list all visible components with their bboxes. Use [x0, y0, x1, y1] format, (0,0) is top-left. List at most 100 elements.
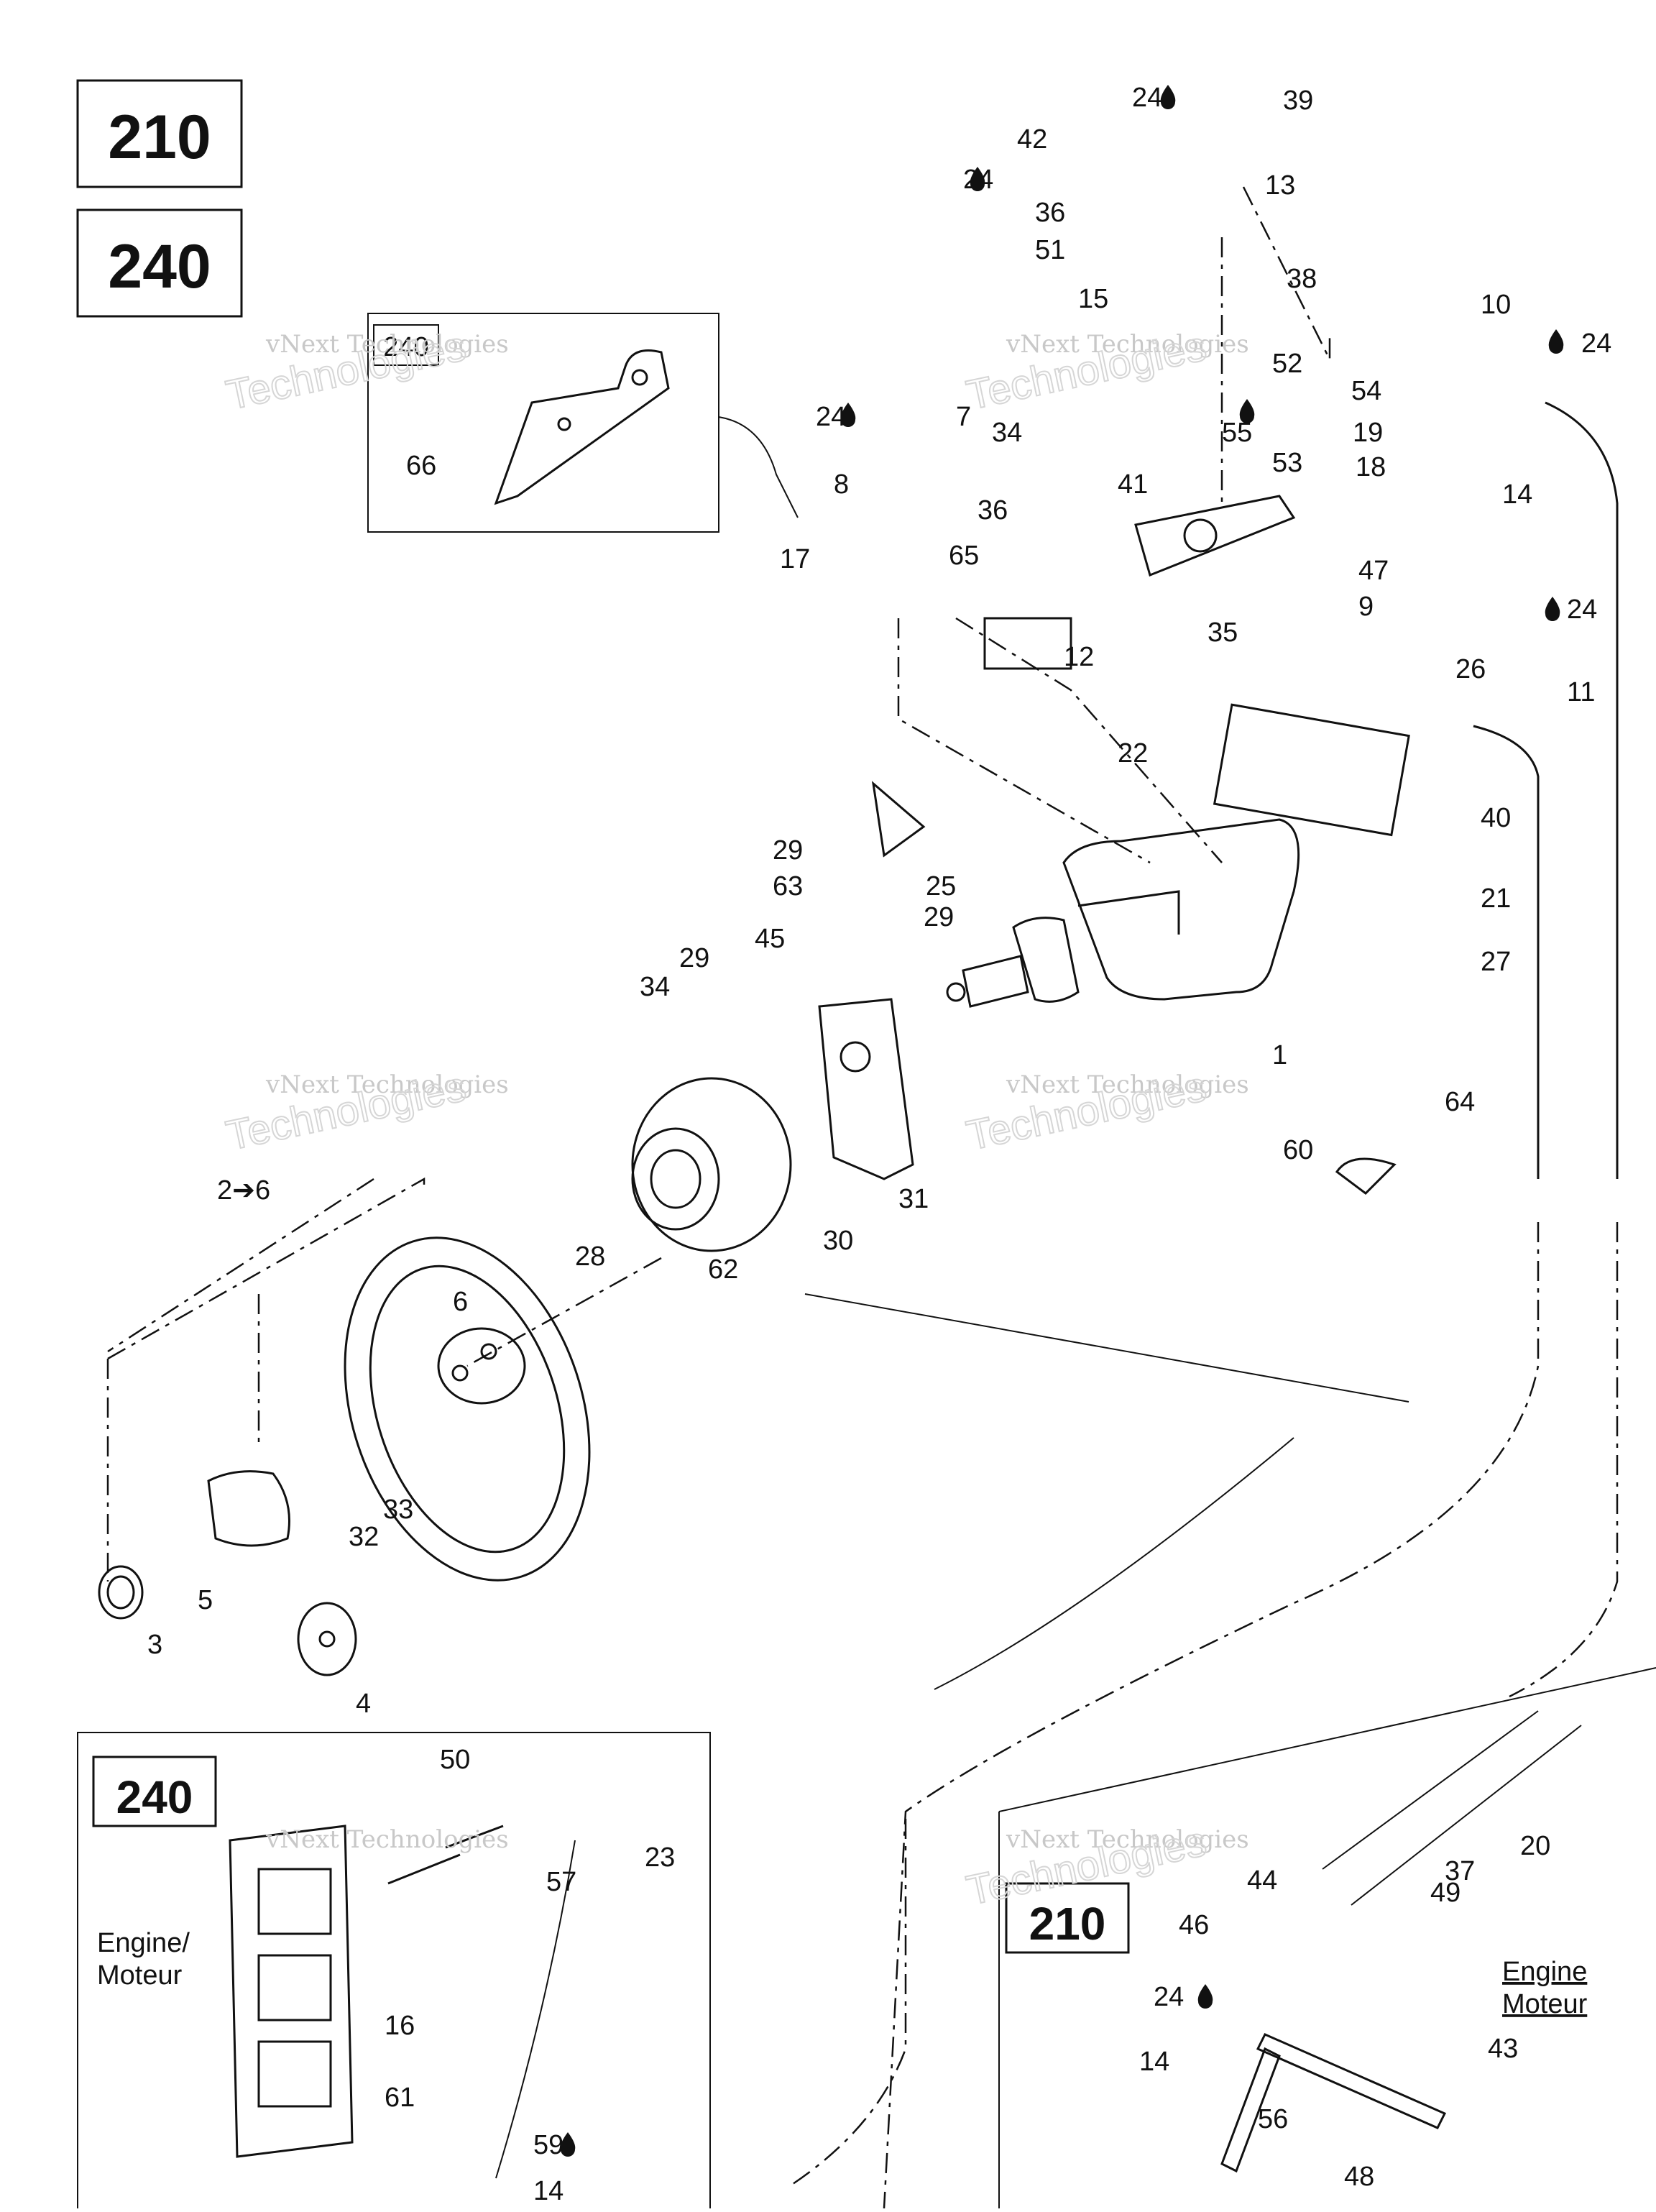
svg-text:240: 240: [108, 232, 211, 301]
callout-number: 65: [949, 541, 979, 571]
helm-assembly: [631, 818, 1300, 1252]
model-box-240: 240: [76, 208, 243, 318]
svg-text:vNext Technologies: vNext Technologies: [1006, 1070, 1249, 1099]
callout-number: 27: [1481, 947, 1511, 977]
callout-number: 24: [1581, 329, 1611, 359]
callout-number: 14: [1502, 479, 1532, 510]
callout-number: 6: [453, 1287, 468, 1317]
callout-number: 35: [1208, 618, 1238, 648]
callout-number: 17: [780, 544, 810, 574]
callout-number: 18: [1356, 452, 1386, 482]
lubricant-drop-icon: [840, 403, 856, 427]
callout-number: 20: [1520, 1831, 1550, 1861]
callout-number: 59: [533, 2130, 564, 2160]
svg-text:vNext Technologies: vNext Technologies: [265, 330, 509, 359]
model-box-210: 210: [76, 79, 243, 188]
callout-number: 43: [1488, 2034, 1518, 2064]
inset-240-engine: 240 Engine/ Moteur: [77, 1732, 711, 2212]
callout-number: 46: [1179, 1910, 1209, 1940]
callout-number: 13: [1265, 170, 1295, 201]
callout-number: 36: [1035, 198, 1065, 228]
callout-number: 28: [575, 1242, 605, 1272]
lubricant-drop-icon: [970, 167, 985, 191]
svg-text:210: 210: [108, 103, 211, 172]
lubricant-drop-icon: [560, 2132, 576, 2157]
callout-number: 48: [1344, 2162, 1374, 2192]
callout-number: 63: [773, 871, 803, 901]
callout-number: 61: [385, 2083, 415, 2113]
callout-number: 64: [1445, 1087, 1475, 1117]
small-parts: [98, 495, 1410, 1676]
lubricant-drop-icon: [1197, 1984, 1213, 2009]
callout-number: 56: [1258, 2104, 1288, 2134]
inset-240-bracket: 240: [367, 313, 799, 533]
callout-labels: 2439422413363851151024525424734551953181…: [147, 83, 1611, 2206]
callout-number: 50: [440, 1745, 470, 1775]
callout-number: 45: [755, 924, 785, 954]
callout-number: 41: [1118, 469, 1148, 500]
callout-number: 57: [546, 1867, 576, 1897]
callout-number: 66: [406, 451, 436, 481]
label-2-to-6: 2➔6: [217, 1175, 270, 1206]
svg-text:210: 210: [1029, 1898, 1106, 1950]
callout-number: 24: [1154, 1982, 1184, 2012]
callout-number: 51: [1035, 235, 1065, 265]
callout-number: 39: [1283, 86, 1313, 116]
callout-number: 8: [834, 469, 849, 500]
callout-number: 24: [1132, 83, 1162, 113]
callout-number: 15: [1078, 284, 1108, 314]
callout-number: 49: [1430, 1878, 1460, 1908]
callout-number: 29: [924, 902, 954, 932]
svg-text:vNext Technologies: vNext Technologies: [265, 1825, 509, 1854]
callout-number: 62: [708, 1254, 738, 1285]
callout-number: 22: [1118, 738, 1148, 768]
callout-number: 24: [1567, 595, 1597, 625]
callout-number: 33: [383, 1495, 413, 1525]
lubricant-drop-icon: [1548, 329, 1564, 354]
leader-lines: [106, 186, 1331, 1582]
svg-text:240: 240: [383, 332, 428, 362]
callout-number: 14: [533, 2176, 564, 2206]
lubricant-drop-icon: [1160, 85, 1176, 109]
callout-number: 31: [898, 1184, 929, 1214]
callout-number: 47: [1358, 556, 1389, 586]
callout-number: 1: [1272, 1040, 1287, 1070]
svg-text:vNext Technologies: vNext Technologies: [265, 1070, 509, 1099]
svg-text:240: 240: [116, 1771, 193, 1823]
callout-number: 25: [926, 871, 956, 901]
callout-number: 42: [1017, 124, 1047, 155]
callout-number: 29: [773, 835, 803, 866]
callout-number: 10: [1481, 290, 1511, 320]
callout-number: 37: [1445, 1856, 1475, 1886]
cable-runs: [790, 401, 1619, 2209]
callout-number: 26: [1455, 654, 1486, 684]
callout-number: 5: [198, 1585, 213, 1615]
callout-number: 12: [1064, 642, 1094, 672]
callout-number: 14: [1139, 2047, 1169, 2077]
callout-number: 38: [1287, 264, 1317, 294]
callout-number: 30: [823, 1226, 853, 1256]
callout-number: 60: [1283, 1135, 1313, 1165]
callout-number: 4: [356, 1689, 371, 1719]
steering-wheel: [344, 1236, 591, 1582]
callout-number: 11: [1567, 677, 1595, 707]
callout-number: 29: [679, 943, 709, 973]
callout-number: 3: [147, 1630, 162, 1660]
inset-210-engine: 210 Engine Moteur: [998, 1667, 1656, 2208]
callout-number: 44: [1247, 1865, 1277, 1896]
svg-text:Engine/: Engine/: [97, 1928, 190, 1958]
callout-number: 52: [1272, 349, 1302, 379]
callout-number: 21: [1481, 884, 1511, 914]
svg-text:Moteur: Moteur: [1502, 1989, 1588, 2019]
lubricant-drop-icon: [1239, 399, 1255, 423]
callout-number: 54: [1351, 376, 1381, 406]
callout-number: 40: [1481, 803, 1511, 833]
svg-text:Moteur: Moteur: [97, 1960, 183, 1991]
callout-number: 16: [385, 2011, 415, 2041]
lubricant-drop-icon: [1545, 597, 1560, 621]
svg-text:vNext Technologies: vNext Technologies: [1006, 330, 1249, 359]
svg-text:Engine: Engine: [1502, 1957, 1587, 1987]
callout-number: 9: [1358, 592, 1374, 622]
callout-number: 53: [1272, 448, 1302, 478]
